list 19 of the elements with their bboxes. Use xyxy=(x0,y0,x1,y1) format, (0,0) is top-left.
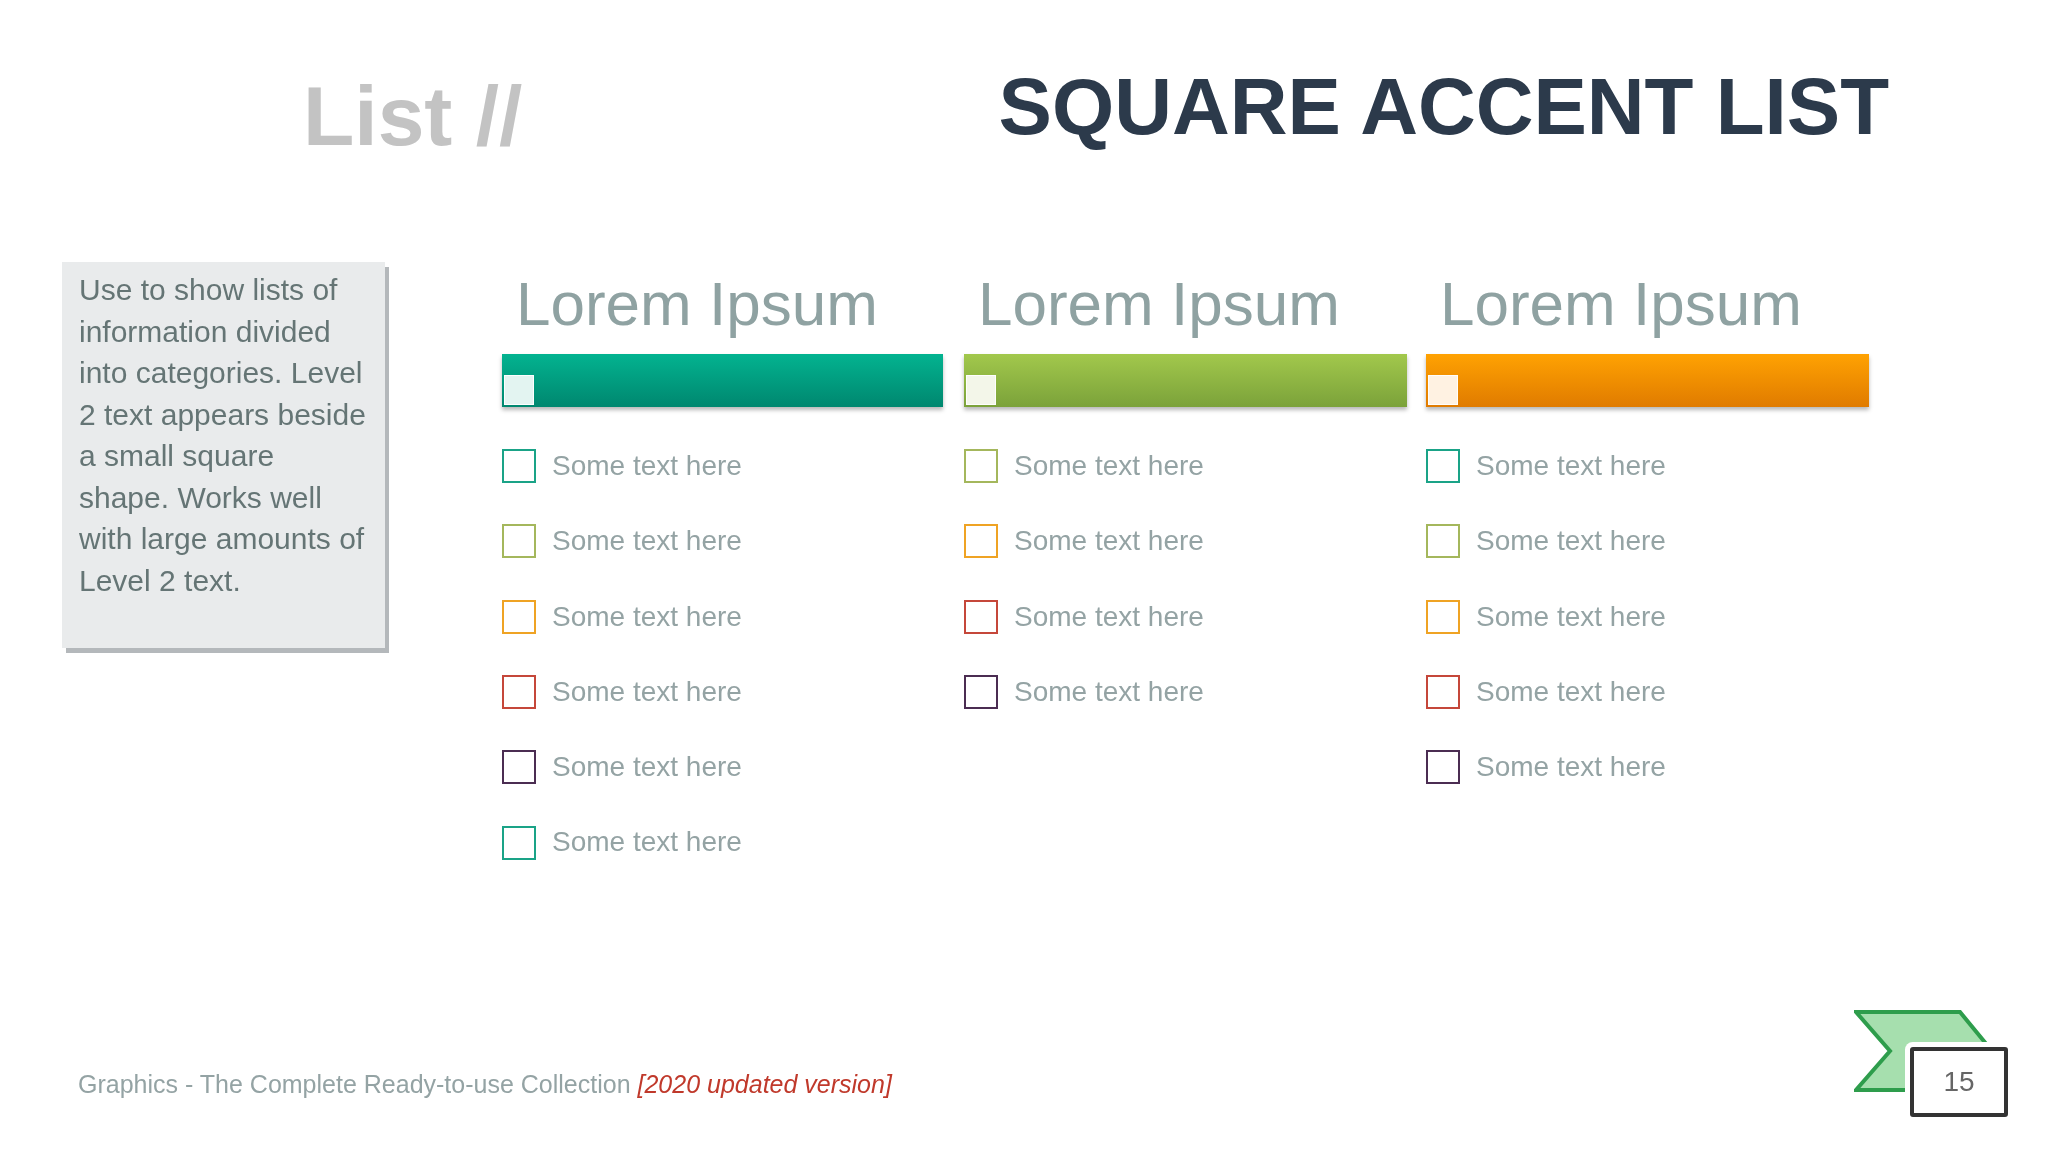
page-number: 15 xyxy=(1943,1065,1975,1099)
list-item-text: Some text here xyxy=(1014,600,1204,633)
list-item-text: Some text here xyxy=(1476,675,1666,708)
list-item-text: Some text here xyxy=(552,449,742,483)
list-item-text: Some text here xyxy=(552,826,742,859)
list-item-text: Some text here xyxy=(552,600,742,633)
list-item-text: Some text here xyxy=(1014,525,1204,558)
list-item-text: Some text here xyxy=(1476,751,1666,784)
section-label: List // xyxy=(303,74,523,158)
list-item-text: Some text here xyxy=(552,675,742,708)
footer-text: Graphics - The Complete Ready-to-use Collection [2020 updated version] xyxy=(78,1070,892,1099)
list-item-text: Some text here xyxy=(552,525,742,558)
list-item-text: Some text here xyxy=(1476,525,1666,558)
list-item-text: Some text here xyxy=(1476,600,1666,633)
list-item-text: Some text here xyxy=(552,751,742,784)
list-item-text: Some text here xyxy=(1014,675,1204,708)
description-text: Use to show lists of information divided into categories. Level 2 text appears beside a small square shape. Works well with large amounts of Level 2 text. xyxy=(79,272,367,599)
list-item-text: Some text here xyxy=(1014,449,1204,483)
list-item-text: Some text here xyxy=(1476,449,1666,483)
